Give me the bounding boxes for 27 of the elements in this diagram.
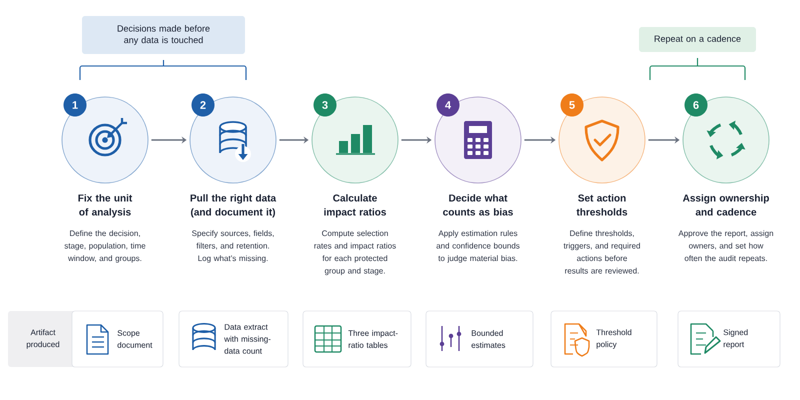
artifact-card: Scope document xyxy=(72,310,164,368)
artifact-card: Bounded estimates xyxy=(426,310,534,368)
step-number-badge: 6 xyxy=(684,94,708,116)
step-number-badge: 2 xyxy=(192,94,214,116)
step-title: Set action thresholds xyxy=(576,194,628,216)
step-description: Approve the report, assign owners, and set how often the audit repeats. xyxy=(678,230,774,263)
step-description: Compute selection rates and impact ratios for each protected group and stage. xyxy=(314,230,396,276)
step-number-badge: 4 xyxy=(436,94,460,116)
step-description: Define thresholds, triggers, and required actions before results are reviewed. xyxy=(564,230,640,274)
step-number-badge: 3 xyxy=(314,94,336,116)
step-description: Specify sources, fields, filters, and retention. Log what’s missing. xyxy=(192,230,274,263)
artifact-card: Data extract with missing-data count xyxy=(178,310,288,368)
artifact-card: Signed report xyxy=(678,310,780,368)
callout-box: Decisions made before any data is touched xyxy=(82,16,245,54)
step-number-badge: 1 xyxy=(64,94,86,116)
step-title: Decide what counts as bias xyxy=(443,194,513,216)
step-number-badge: 5 xyxy=(560,94,584,116)
callout-box: Repeat on a cadence xyxy=(639,27,756,52)
row-label-panel: Artifact produced xyxy=(8,311,78,367)
step-title: Pull the right data (and document it) xyxy=(190,194,276,218)
step-description: Apply estimation rules and confidence bounds to judge material bias. xyxy=(436,230,520,263)
artifact-card: Three impact-ratio tables xyxy=(302,310,412,368)
step-title: Fix the unit of analysis xyxy=(78,194,132,218)
step-title: Calculate impact ratios xyxy=(324,194,386,218)
step-description: Define the decision, stage, population, time window, and groups. xyxy=(64,230,146,263)
artifact-card: Threshold policy xyxy=(550,310,658,368)
step-title: Assign ownership and cadence xyxy=(682,194,769,216)
